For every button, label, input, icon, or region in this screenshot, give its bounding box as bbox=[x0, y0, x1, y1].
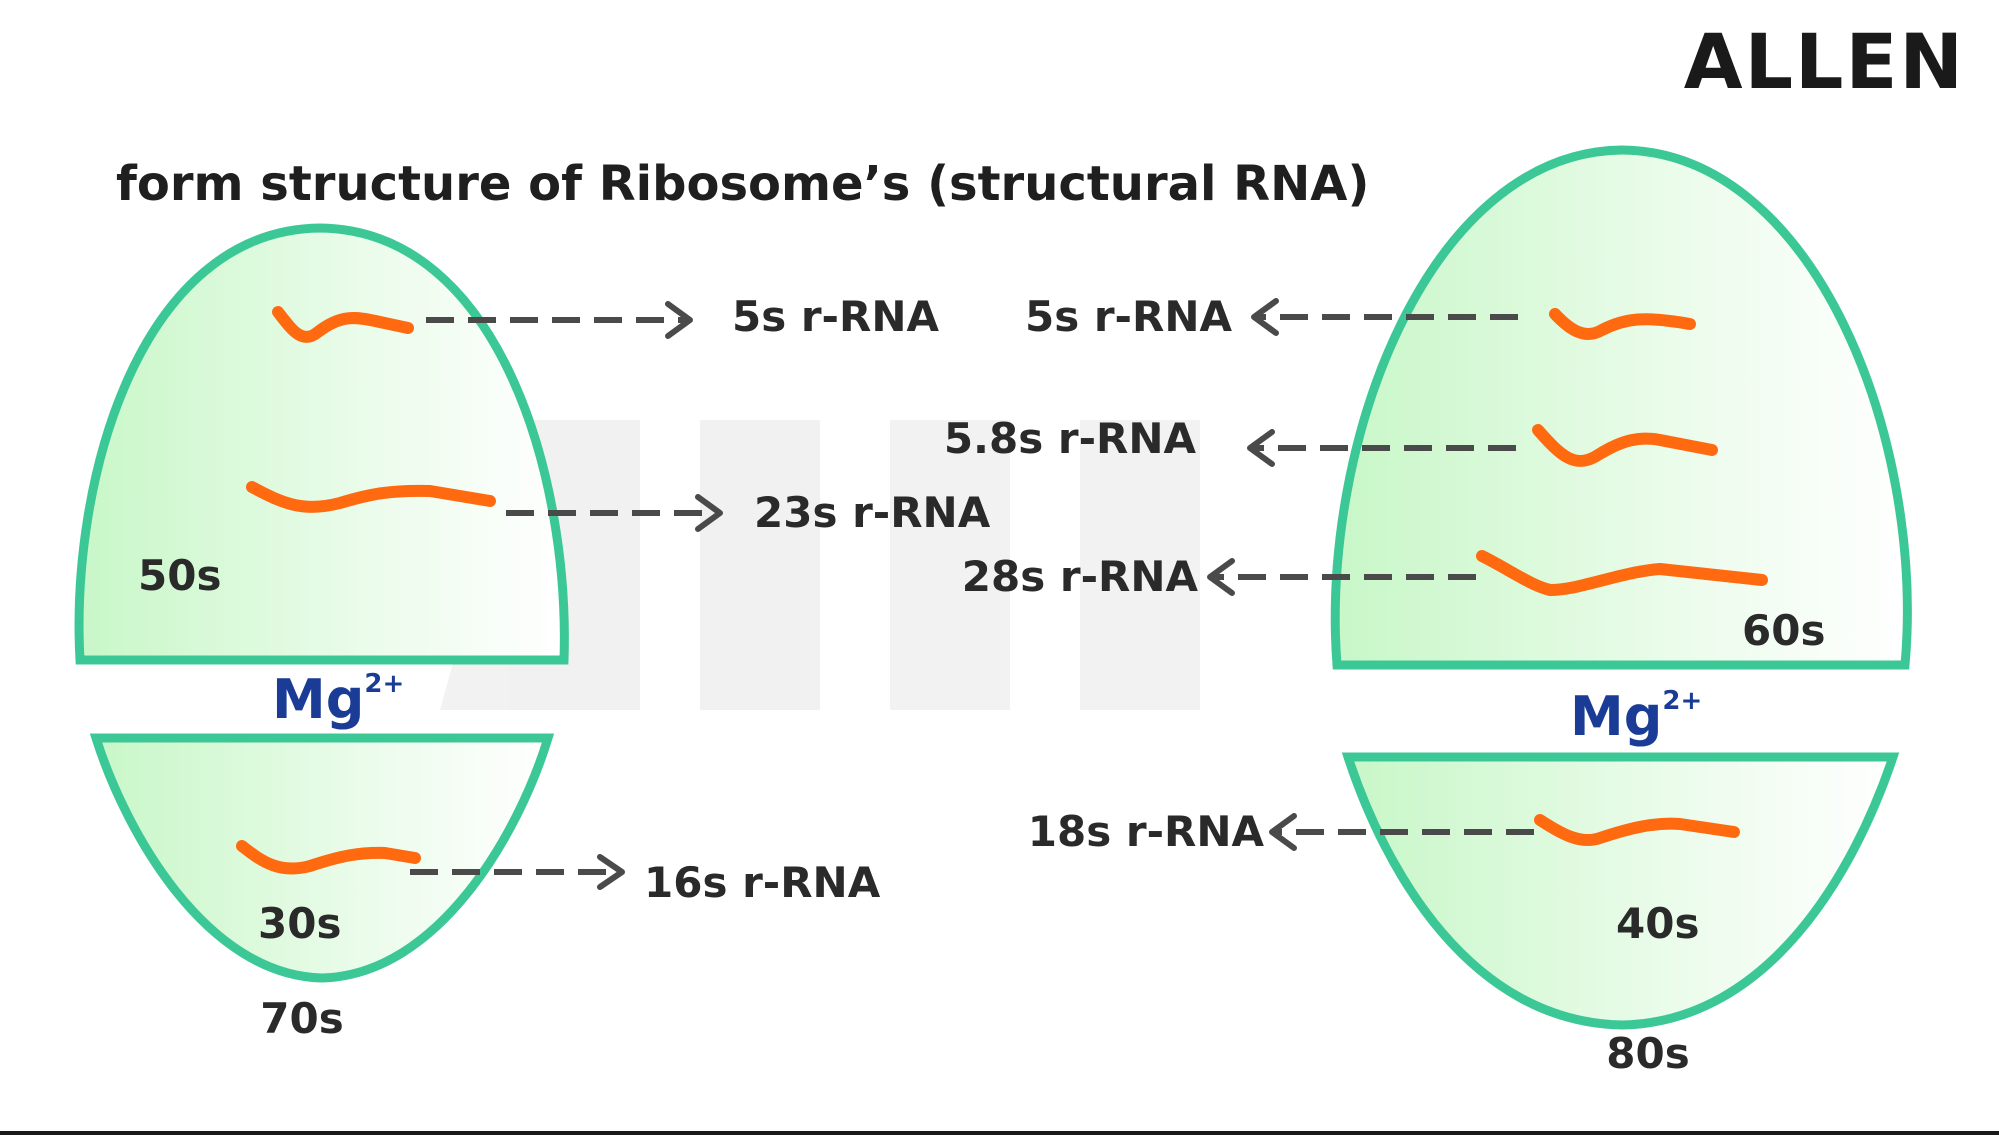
large-subunit-50s-shell bbox=[74, 223, 569, 665]
rna-strand-28s bbox=[1476, 550, 1768, 596]
allen-logo: ALLEN bbox=[1684, 17, 1965, 106]
rna-strand-5-8s bbox=[1532, 424, 1718, 467]
arrow-5-8s-head bbox=[1247, 429, 1275, 467]
ribosome-total-70s: 70s bbox=[260, 994, 343, 1043]
rna-strand-5s-euk bbox=[1549, 308, 1696, 340]
rna-strand-16s bbox=[236, 840, 421, 875]
subunit-label-50s: 50s bbox=[138, 551, 221, 600]
prokaryotic-ribosome: 50s 5s r-RNA 23s r-RNA Mg2+ 30s 16s r-RN… bbox=[74, 223, 991, 1043]
label-18s-rrna: 18s r-RNA bbox=[1028, 807, 1265, 856]
rna-strand-23s bbox=[246, 481, 496, 513]
page-title: form structure of Ribosome’s (structural… bbox=[116, 156, 1369, 212]
arrow-28s-head bbox=[1207, 558, 1235, 596]
rna-strand-18s bbox=[1534, 814, 1740, 847]
magnesium-ion-eukaryote: Mg2+ bbox=[1570, 685, 1702, 748]
label-5s-rrna-euk: 5s r-RNA bbox=[1025, 292, 1232, 341]
arrow-5s-head bbox=[665, 301, 693, 339]
bottom-border bbox=[0, 1131, 1999, 1135]
label-23s-rrna: 23s r-RNA bbox=[754, 488, 991, 537]
ribosome-total-80s: 80s bbox=[1606, 1029, 1689, 1078]
label-16s-rrna: 16s r-RNA bbox=[644, 858, 881, 907]
arrow-18s-head bbox=[1269, 813, 1297, 851]
large-subunit-60s-shell bbox=[1330, 145, 1912, 670]
small-subunit-40s-shell bbox=[1341, 752, 1900, 1030]
subunit-label-40s: 40s bbox=[1616, 899, 1699, 948]
label-28s-rrna: 28s r-RNA bbox=[962, 552, 1199, 601]
magnesium-ion-prokaryote: Mg2+ bbox=[272, 668, 404, 731]
arrow-23s-head bbox=[695, 494, 723, 532]
subunit-label-60s: 60s bbox=[1742, 606, 1825, 655]
eukaryotic-ribosome: 60s 5s r-RNA 5.8s r-RNA 28s r-RNA Mg2+ 4… bbox=[944, 145, 1912, 1078]
rna-strand-5s bbox=[272, 306, 414, 343]
arrow-16s-head bbox=[597, 854, 625, 890]
arrow-5s-euk-head bbox=[1251, 298, 1279, 336]
label-5-8s-rrna: 5.8s r-RNA bbox=[944, 414, 1197, 463]
label-5s-rrna: 5s r-RNA bbox=[732, 292, 939, 341]
subunit-label-30s: 30s bbox=[258, 899, 341, 948]
